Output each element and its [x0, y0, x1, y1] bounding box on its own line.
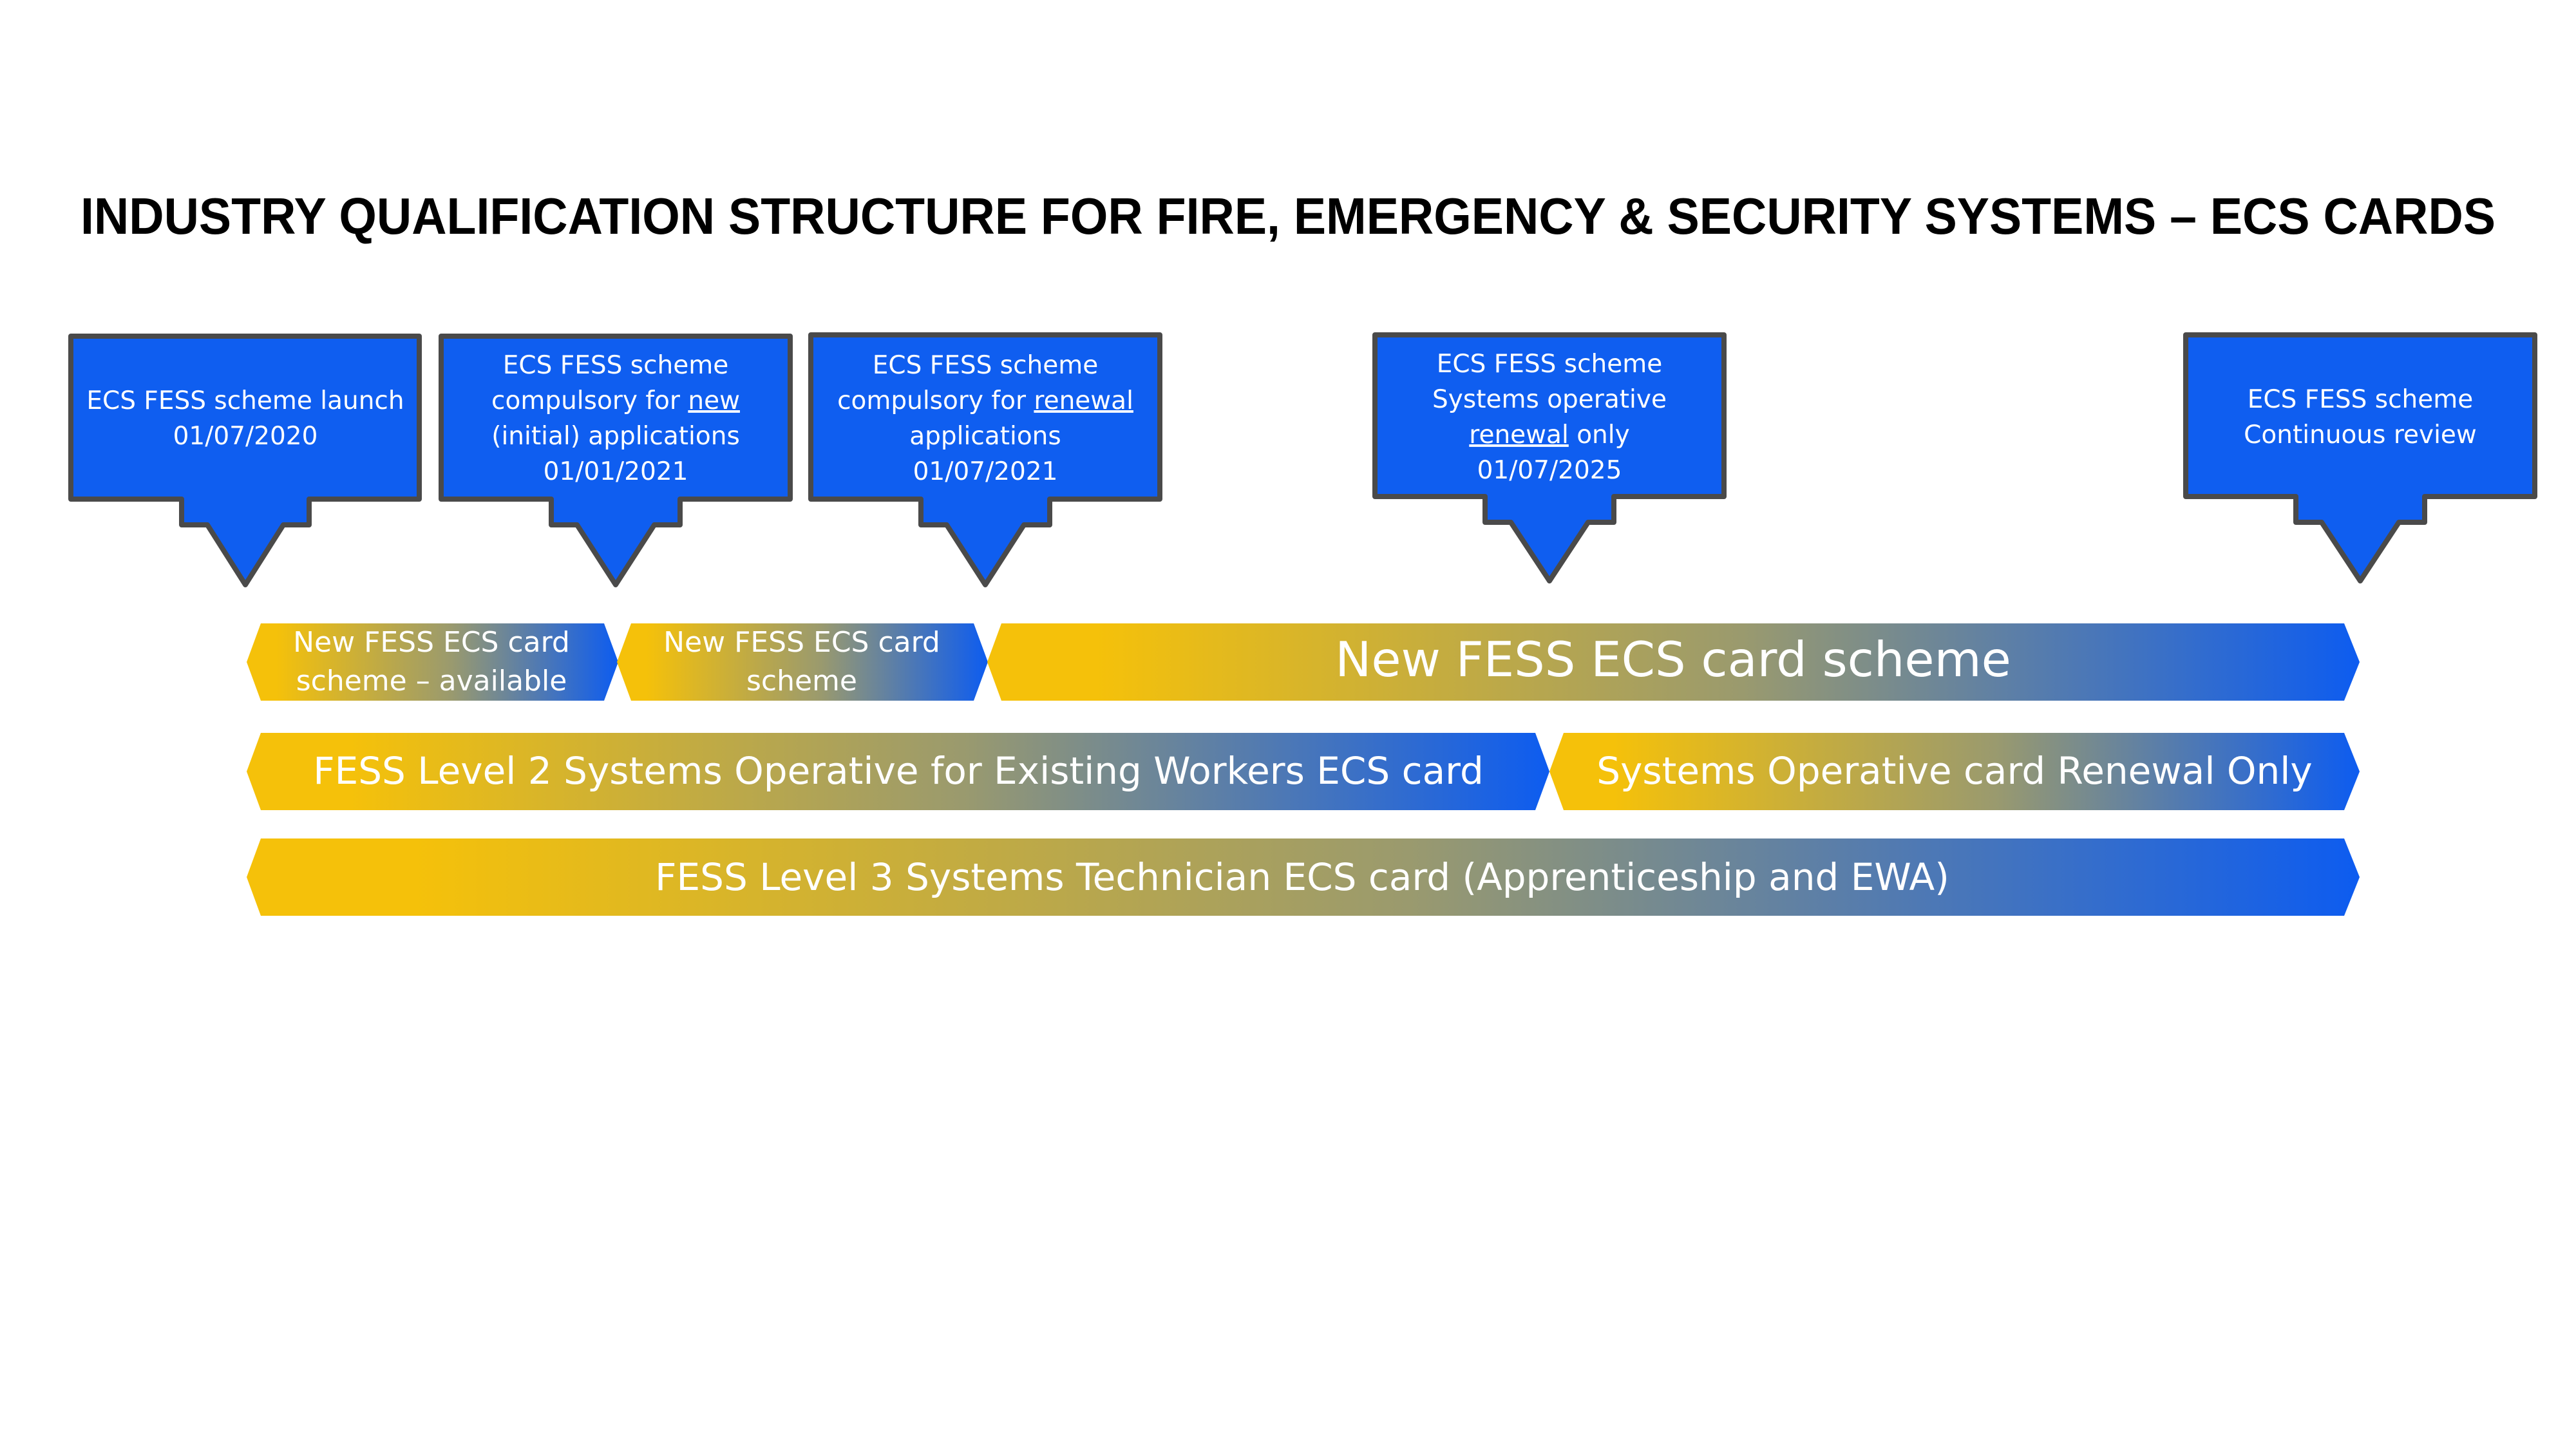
milestone-renewal-only-date: 01/07/2025	[1477, 456, 1622, 485]
milestone-renewal-only-line3: renewal only	[1469, 421, 1629, 450]
bar-shape	[1549, 733, 2360, 810]
bar-level2-existing-workers-label: FESS Level 2 Systems Operative for Exist…	[313, 749, 1484, 793]
bar-new-scheme-main-label: New FESS ECS card scheme	[1335, 631, 2011, 688]
milestone-compulsory-renewal-line2: compulsory for renewal	[837, 386, 1133, 415]
milestone-renewal-only-line1: ECS FESS scheme	[1437, 350, 1662, 379]
bar-shape	[247, 733, 1549, 810]
callout-arrow-shape	[2183, 332, 2537, 583]
bar-level3-technician: FESS Level 3 Systems Technician ECS card…	[247, 838, 2360, 916]
milestone-renewal-only: ECS FESS scheme Systems operative renewa…	[1372, 332, 1727, 583]
callout-arrow-shape	[68, 334, 422, 587]
bar-level3-technician-label: FESS Level 3 Systems Technician ECS card…	[655, 855, 1949, 899]
milestone-launch-date: 01/07/2020	[173, 422, 318, 451]
milestone-compulsory-new: ECS FESS scheme compulsory for new (init…	[439, 334, 793, 587]
milestone-compulsory-renewal-line1: ECS FESS scheme	[873, 351, 1098, 380]
bar-new-scheme-line2: scheme	[746, 665, 857, 697]
milestone-compulsory-renewal: ECS FESS scheme compulsory for renewal a…	[808, 332, 1162, 587]
bar-new-scheme-available-line1: New FESS ECS card	[293, 626, 570, 659]
bar-shape	[617, 623, 988, 701]
bar-new-scheme-main: New FESS ECS card scheme	[987, 623, 2360, 701]
bar-renewal-only-label: Systems Operative card Renewal Only	[1596, 749, 2313, 793]
bar-level2-existing-workers: FESS Level 2 Systems Operative for Exist…	[247, 733, 1549, 810]
milestone-continuous-review: ECS FESS scheme Continuous review	[2183, 332, 2537, 583]
milestone-launch-line1: ECS FESS scheme launch	[86, 386, 404, 415]
bar-shape	[247, 623, 618, 701]
milestone-continuous-review-line2: Continuous review	[2244, 421, 2477, 450]
milestone-compulsory-new-date: 01/01/2021	[544, 457, 688, 486]
milestone-launch: ECS FESS scheme launch 01/07/2020	[68, 334, 422, 587]
page-title: INDUSTRY QUALIFICATION STRUCTURE FOR FIR…	[80, 187, 2496, 245]
milestone-continuous-review-line1: ECS FESS scheme	[2248, 385, 2473, 414]
callout-arrow-shape	[439, 334, 793, 587]
milestone-compulsory-renewal-line3: applications	[909, 422, 1061, 451]
bar-row-3: FESS Level 3 Systems Technician ECS card…	[247, 838, 2360, 916]
milestone-compulsory-new-line2: compulsory for new	[491, 386, 740, 415]
callout-arrow-shape	[808, 332, 1162, 587]
bar-row-1: New FESS ECS card scheme – available New…	[247, 623, 2360, 701]
bar-row-2: FESS Level 2 Systems Operative for Exist…	[247, 733, 2360, 810]
milestone-compulsory-new-line3: (initial) applications	[491, 422, 740, 451]
bar-renewal-only: Systems Operative card Renewal Only	[1549, 733, 2360, 810]
callout-arrow-shape	[1372, 332, 1727, 583]
bar-new-scheme-available-line2: scheme – available	[296, 665, 567, 697]
bar-new-scheme-line1: New FESS ECS card	[663, 626, 940, 659]
bar-new-scheme-available: New FESS ECS card scheme – available	[247, 623, 618, 701]
bar-shape	[247, 838, 2360, 916]
bar-new-scheme: New FESS ECS card scheme	[617, 623, 988, 701]
milestone-compulsory-renewal-date: 01/07/2021	[913, 457, 1058, 486]
milestone-renewal-only-line2: Systems operative	[1432, 385, 1667, 414]
milestone-compulsory-new-line1: ECS FESS scheme	[503, 351, 728, 380]
bar-shape	[987, 623, 2360, 701]
